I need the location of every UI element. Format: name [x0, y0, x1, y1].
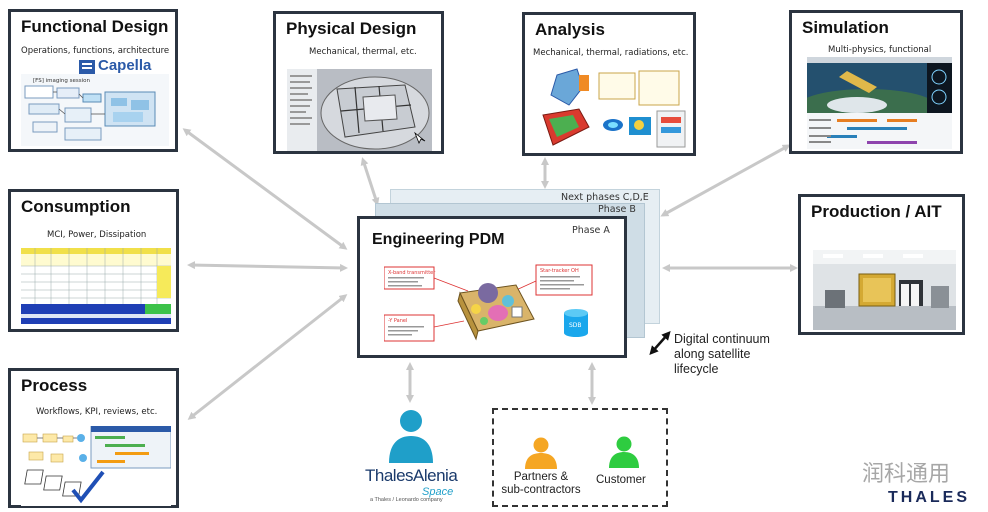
pdm-phase-b-label: Phase B: [598, 204, 636, 215]
consumption-subtitle: MCI, Power, Dissipation: [47, 230, 147, 240]
engineering-pdm-title: Engineering PDM: [372, 231, 505, 248]
analysis-title: Analysis: [535, 20, 605, 39]
pdm-phase-cde-label: Next phases C,D,E: [561, 192, 649, 203]
production-ait-box[interactable]: Production / AIT: [798, 194, 965, 335]
physical-cad-image: [287, 69, 432, 151]
consumption-spreadsheet-image: [21, 246, 171, 326]
thalesalenia-space-text: Space: [422, 486, 454, 498]
digital-continuum-label: Digital continuum along satellite lifecy…: [674, 332, 770, 376]
simulation-title: Simulation: [802, 18, 889, 37]
simulation-subtitle: Multi-physics, functional: [828, 45, 932, 55]
pdm-phase-a-label: Phase A: [572, 225, 610, 236]
customer-label: Customer: [596, 474, 646, 486]
svg-text:X-band transmitter: X-band transmitter: [388, 270, 436, 276]
partners-person-icon: [525, 437, 557, 469]
pdm-satellite-model: X-band transmitter Star-tracker OH -Y Pa…: [384, 263, 602, 351]
process-title: Process: [21, 376, 88, 395]
arrow-functional-pdm: [182, 128, 348, 250]
partners-label: Partners & sub-contractors: [501, 471, 581, 496]
production-ait-title: Production / AIT: [811, 202, 942, 221]
physical-design-title: Physical Design: [286, 19, 417, 38]
physical-design-subtitle: Mechanical, thermal, etc.: [309, 47, 417, 57]
functional-architecture-image: [FS] imaging session: [21, 74, 169, 146]
thalesalenia-tagline: a Thales / Leonardo company: [370, 497, 443, 503]
functional-design-box[interactable]: Functional Design Operations, functions,…: [8, 9, 178, 152]
process-workflow-image: [21, 426, 171, 506]
arrow-consumption-pdm: [187, 261, 348, 272]
process-subtitle: Workflows, KPI, reviews, etc.: [36, 407, 158, 417]
simulation-box[interactable]: Simulation Multi-physics, functional: [789, 10, 963, 154]
functional-design-title: Functional Design: [21, 17, 169, 36]
external-stakeholders-group: [492, 408, 668, 507]
thalesalenia-person-icon: [389, 410, 433, 463]
thales-brand: THALES: [888, 489, 970, 506]
consumption-title: Consumption: [21, 197, 131, 216]
consumption-box[interactable]: Consumption MCI, Power, Dissipation: [8, 189, 179, 332]
database-icon: SDB: [564, 309, 588, 337]
simulation-screenshot: [807, 57, 952, 149]
svg-text:[FS] imaging session: [FS] imaging session: [33, 78, 90, 84]
analysis-subtitle: Mechanical, thermal, radiations, etc.: [533, 48, 689, 58]
functional-design-subtitle: Operations, functions, architecture: [21, 46, 170, 56]
thalesalenia-logo-text: ThalesAlenia: [365, 466, 458, 485]
svg-text:Star-tracker OH: Star-tracker OH: [540, 268, 579, 274]
production-cleanroom-photo: [813, 250, 956, 330]
arrow-simulation-pdm: [660, 144, 791, 217]
physical-design-box[interactable]: Physical Design Mechanical, thermal, etc…: [273, 11, 444, 154]
capella-logo: Capella: [79, 59, 174, 75]
engineering-pdm-box[interactable]: Engineering PDM Phase A X-band transmitt…: [357, 216, 627, 358]
svg-text:-Y Panel: -Y Panel: [388, 318, 407, 324]
svg-text:SDB: SDB: [569, 322, 582, 329]
arrow-digital-continuum: [649, 331, 671, 355]
analysis-results-image: [539, 65, 687, 153]
arrow-process-pdm: [187, 294, 348, 420]
analysis-box[interactable]: Analysis Mechanical, thermal, radiations…: [522, 12, 696, 156]
arrow-physical-pdm: [360, 157, 380, 206]
process-box[interactable]: Process Workflows, KPI, reviews, etc.: [8, 368, 179, 508]
watermark-text: 润科通用: [862, 461, 951, 486]
customer-person-icon: [609, 436, 639, 468]
